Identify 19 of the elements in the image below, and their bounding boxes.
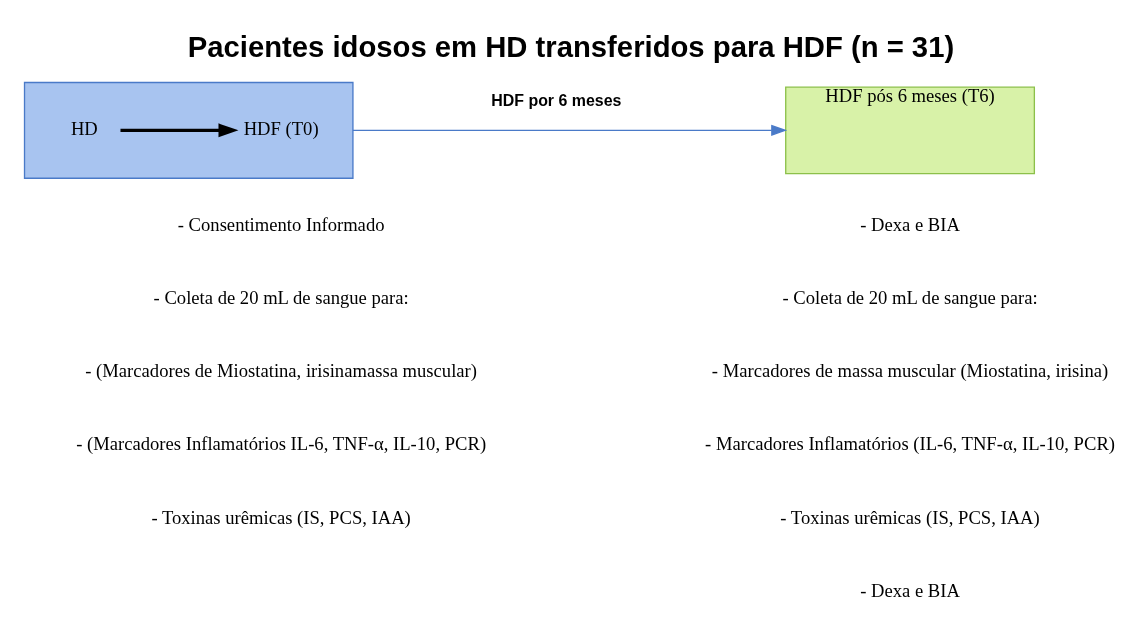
label: - Toxinas urêmicas (IS, PCS, IAA) [151, 506, 411, 528]
label: - Marcadores Inflamatórios (IL-6, TNF-α, IL-10, PCR) [705, 432, 1116, 454]
arrow [120, 122, 239, 137]
node-text: HD [70, 117, 98, 139]
edge-label: HDF por 6 meses [491, 91, 622, 109]
label: - (Marcadores Inflamatórios IL-6, TNF-α, IL-10, PCR) [76, 432, 487, 454]
diagram-title: Pacientes idosos em HD transferidos para HDF (n = 31) [187, 30, 955, 63]
label: - Dexa e BIA [860, 213, 960, 235]
arrow [352, 124, 788, 136]
cluster [23, 81, 354, 179]
label: - Dexa e BIA [860, 579, 960, 601]
node-box: HDF pós 6 meses (T6) [785, 86, 1036, 174]
label: - Coleta de 20 mL de sangue para: [153, 286, 409, 308]
label: - Coleta de 20 mL de sangue para: [782, 286, 1038, 308]
node-text: HDF (T0) [243, 117, 319, 139]
label: - Toxinas urêmicas (IS, PCS, IAA) [780, 506, 1040, 528]
label: - Marcadores de massa muscular (Miostatina, irisina) [711, 359, 1109, 381]
label: - (Marcadores de Miostatina, irisinamassa muscular) [85, 359, 477, 381]
label: - Consentimento Informado [177, 213, 385, 235]
